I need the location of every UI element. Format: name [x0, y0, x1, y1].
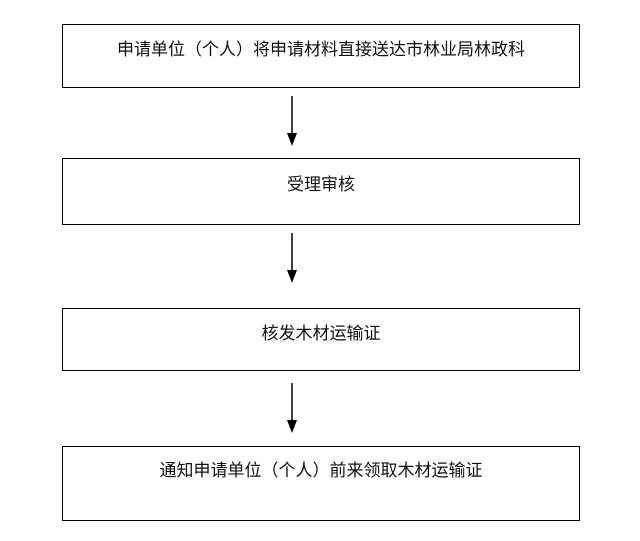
arrow-3 [287, 383, 297, 433]
flow-step-label: 通知申请单位（个人）前来领取木材运输证 [159, 461, 483, 481]
flow-step-review: 受理审核 [62, 158, 580, 225]
arrow-1 [287, 96, 297, 146]
arrow-head [287, 270, 297, 283]
flow-step-submit: 申请单位（个人）将申请材料直接送达市林业局林政科 [62, 24, 580, 88]
flow-step-label: 申请单位（个人）将申请材料直接送达市林业局林政科 [117, 40, 525, 60]
flow-step-label: 核发木材运输证 [261, 324, 381, 344]
arrow-2 [287, 233, 297, 283]
flow-step-issue: 核发木材运输证 [62, 308, 580, 371]
flow-step-notify: 通知申请单位（个人）前来领取木材运输证 [62, 446, 580, 521]
arrow-head [287, 133, 297, 146]
flow-step-label: 受理审核 [287, 175, 355, 195]
arrow-head [287, 420, 297, 433]
